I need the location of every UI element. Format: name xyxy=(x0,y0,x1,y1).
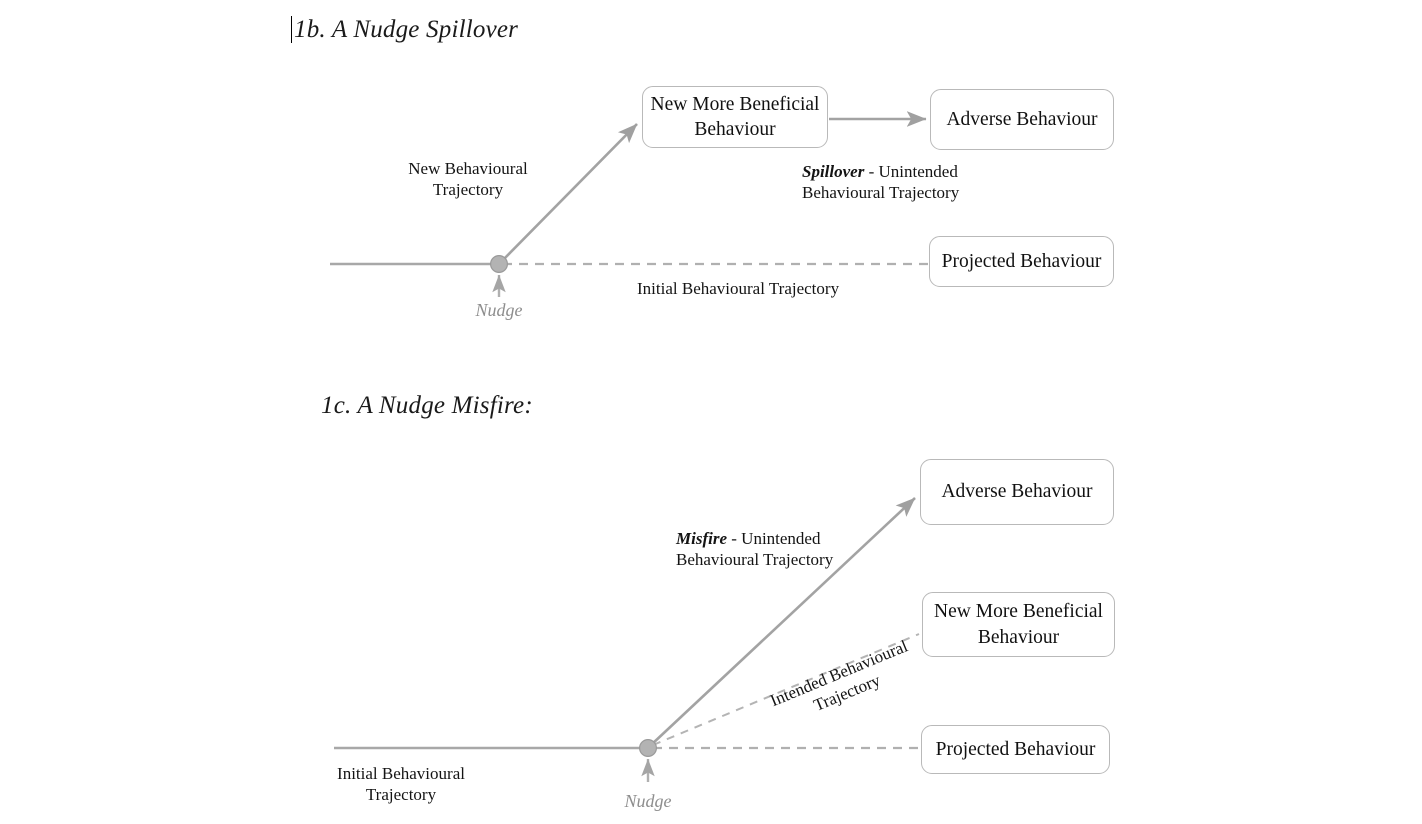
label-rest: - Unintended xyxy=(727,529,821,548)
nudge-text: Nudge xyxy=(475,300,523,320)
box-label-line1: Projected Behaviour xyxy=(941,250,1102,272)
label-new-behavioural-trajectory-1b: New Behavioural Trajectory xyxy=(368,159,568,200)
label-misfire-1c: Misfire - Unintended Behavioural Traject… xyxy=(676,529,856,570)
label-nudge-1b: Nudge xyxy=(449,300,549,321)
box-adverse-behaviour-1c[interactable]: Adverse Behaviour xyxy=(920,459,1114,525)
misfire-arrow-1c xyxy=(650,497,916,746)
box-label-line2: Behaviour xyxy=(694,119,776,140)
figure-title-1b: 1b. A Nudge Spillover xyxy=(291,16,518,44)
box-new-more-beneficial-behaviour-1c[interactable]: New More Beneficial Behaviour xyxy=(922,592,1115,657)
label-line1: Misfire - Unintended xyxy=(676,529,856,550)
box-label-line1: Adverse Behaviour xyxy=(941,481,1093,503)
label-nudge-1c: Nudge xyxy=(598,791,698,812)
nudge-node-dot-1c xyxy=(638,738,657,757)
label-line1: Spillover - Unintended xyxy=(802,162,958,183)
label-rest: - Unintended xyxy=(864,162,958,181)
figure-title-1b-text: 1b. A Nudge Spillover xyxy=(294,16,519,43)
label-line1: Initial Behavioural Trajectory xyxy=(637,279,840,298)
box-projected-behaviour-1c[interactable]: Projected Behaviour xyxy=(921,725,1110,774)
new-trajectory-arrow-1b xyxy=(500,123,638,263)
label-emphasis: Spillover xyxy=(802,162,865,181)
box-new-more-beneficial-behaviour-1b[interactable]: New More Beneficial Behaviour xyxy=(642,86,828,148)
box-adverse-behaviour-1b[interactable]: Adverse Behaviour xyxy=(930,89,1114,150)
box-projected-behaviour-1b[interactable]: Projected Behaviour xyxy=(929,236,1114,287)
label-line1: Initial Behavioural xyxy=(337,764,465,783)
nudge-text: Nudge xyxy=(624,791,672,811)
box-label-line1: Adverse Behaviour xyxy=(946,108,1098,130)
label-line2: Trajectory xyxy=(365,784,437,804)
label-spillover-1b: Spillover - Unintended Behavioural Traje… xyxy=(802,162,960,203)
box-label-line2: Behaviour xyxy=(977,626,1060,648)
nudge-node-dot-1b xyxy=(490,255,509,274)
label-initial-behavioural-trajectory-1c: Initial Behavioural Trajectory xyxy=(331,764,471,805)
label-initial-behavioural-trajectory-1b: Initial Behavioural Trajectory xyxy=(637,279,840,300)
label-line1: New Behavioural xyxy=(408,159,528,178)
figure-1b-connectors xyxy=(330,111,928,297)
figure-1c-connectors xyxy=(334,497,920,782)
label-line2: Trajectory xyxy=(432,179,504,199)
text-caret xyxy=(291,16,292,43)
intended-trajectory-dashed-1c xyxy=(652,633,920,746)
label-line2: Behavioural Trajectory xyxy=(676,549,834,569)
figure-title-1c-text: 1c. A Nudge Misfire: xyxy=(321,392,533,419)
box-label-line1: Projected Behaviour xyxy=(935,738,1096,760)
box-label-line1: New More Beneficial xyxy=(934,601,1103,623)
figure-title-1c: 1c. A Nudge Misfire: xyxy=(321,392,533,420)
box-label-line1: New More Beneficial xyxy=(650,93,820,115)
label-line2: Behavioural Trajectory xyxy=(802,182,960,202)
label-emphasis: Misfire xyxy=(676,529,727,548)
